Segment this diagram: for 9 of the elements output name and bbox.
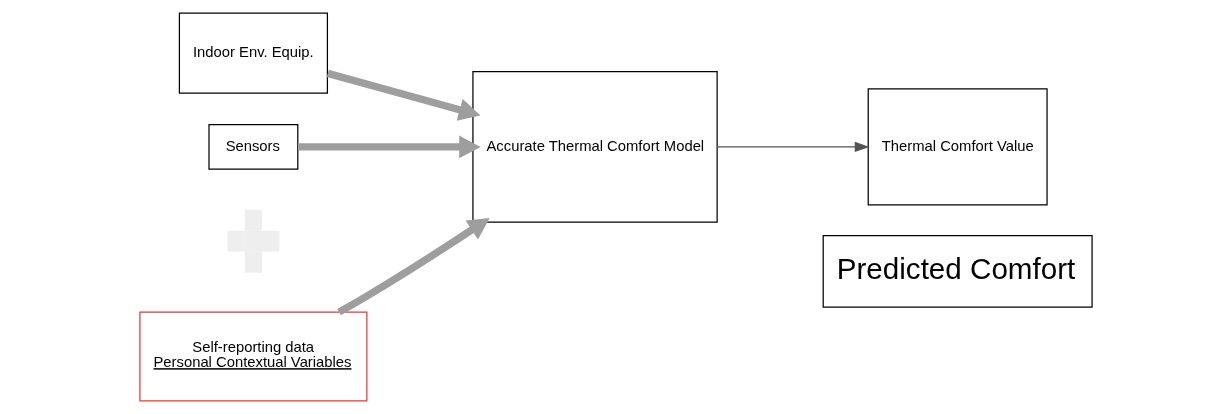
arrow [326, 69, 480, 121]
node-box: Accurate Thermal Comfort Model [471, 71, 718, 223]
arrow [336, 218, 490, 316]
node-box: Predicted Comfort [822, 235, 1093, 308]
node-box: Indoor Env. Equip. [178, 12, 328, 94]
node-box: Sensors [207, 124, 298, 170]
arrow [716, 141, 870, 153]
node-box: Self-reporting data Personal Contextual Variables [138, 311, 367, 402]
node-box: Thermal Comfort Value [867, 88, 1048, 206]
